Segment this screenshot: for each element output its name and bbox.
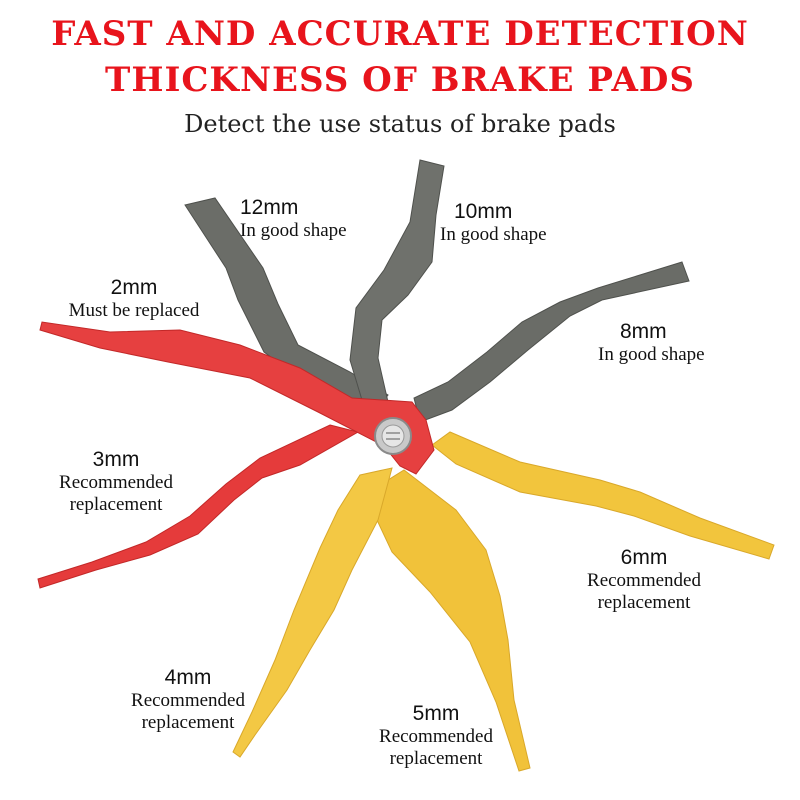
subtitle: Detect the use status of brake pads <box>184 110 616 138</box>
label-3mm-size: 3mm <box>92 448 140 471</box>
gauge-blade-10mm <box>349 159 445 403</box>
label-2mm-status: Must be replaced <box>68 300 200 321</box>
gauge-blade-6mm <box>431 431 775 560</box>
label-10mm-size: 10mm <box>454 200 513 223</box>
label-4mm-status-2: replacement <box>141 712 235 733</box>
label-4mm-status-1: Recommended <box>131 690 245 711</box>
gauge-blade-3mm <box>37 424 360 589</box>
headline-line-1: FAST AND ACCURATE DETECTION <box>51 14 749 54</box>
label-6mm-size: 6mm <box>620 546 668 569</box>
label-2mm: 2mm Must be replaced <box>44 276 224 322</box>
label-3mm-status-2: replacement <box>69 494 163 515</box>
label-5mm: 5mm Recommended replacement <box>356 702 516 770</box>
pivot-screw-slot <box>386 432 400 440</box>
label-3mm: 3mm Recommended replacement <box>36 448 196 516</box>
label-12mm-status: In good shape <box>240 220 347 241</box>
label-6mm-status-1: Recommended <box>587 570 701 591</box>
label-2mm-size: 2mm <box>110 276 158 299</box>
gauge-blade-12mm <box>184 197 389 413</box>
label-3mm-status-1: Recommended <box>59 472 173 493</box>
gauge-blade-2mm <box>39 321 435 475</box>
label-8mm-size: 8mm <box>620 320 667 343</box>
label-6mm-status-2: replacement <box>597 592 691 613</box>
label-8mm: 8mm In good shape <box>598 320 705 366</box>
label-8mm-status: In good shape <box>598 344 705 365</box>
label-5mm-status-2: replacement <box>389 748 483 769</box>
label-4mm-size: 4mm <box>164 666 212 689</box>
gauge-blade-5mm <box>376 469 531 772</box>
gauge-blade-4mm <box>232 467 393 758</box>
label-10mm-status: In good shape <box>440 224 547 245</box>
label-12mm: 12mm In good shape <box>240 196 347 242</box>
label-5mm-size: 5mm <box>412 702 460 725</box>
pivot-screw-head <box>381 424 405 448</box>
label-6mm: 6mm Recommended replacement <box>566 546 722 614</box>
label-12mm-size: 12mm <box>240 196 299 219</box>
label-10mm: 10mm In good shape <box>440 200 547 246</box>
headline-line-2: THICKNESS OF BRAKE PADS <box>105 60 695 100</box>
label-5mm-status-1: Recommended <box>379 726 493 747</box>
label-4mm: 4mm Recommended replacement <box>110 666 266 734</box>
